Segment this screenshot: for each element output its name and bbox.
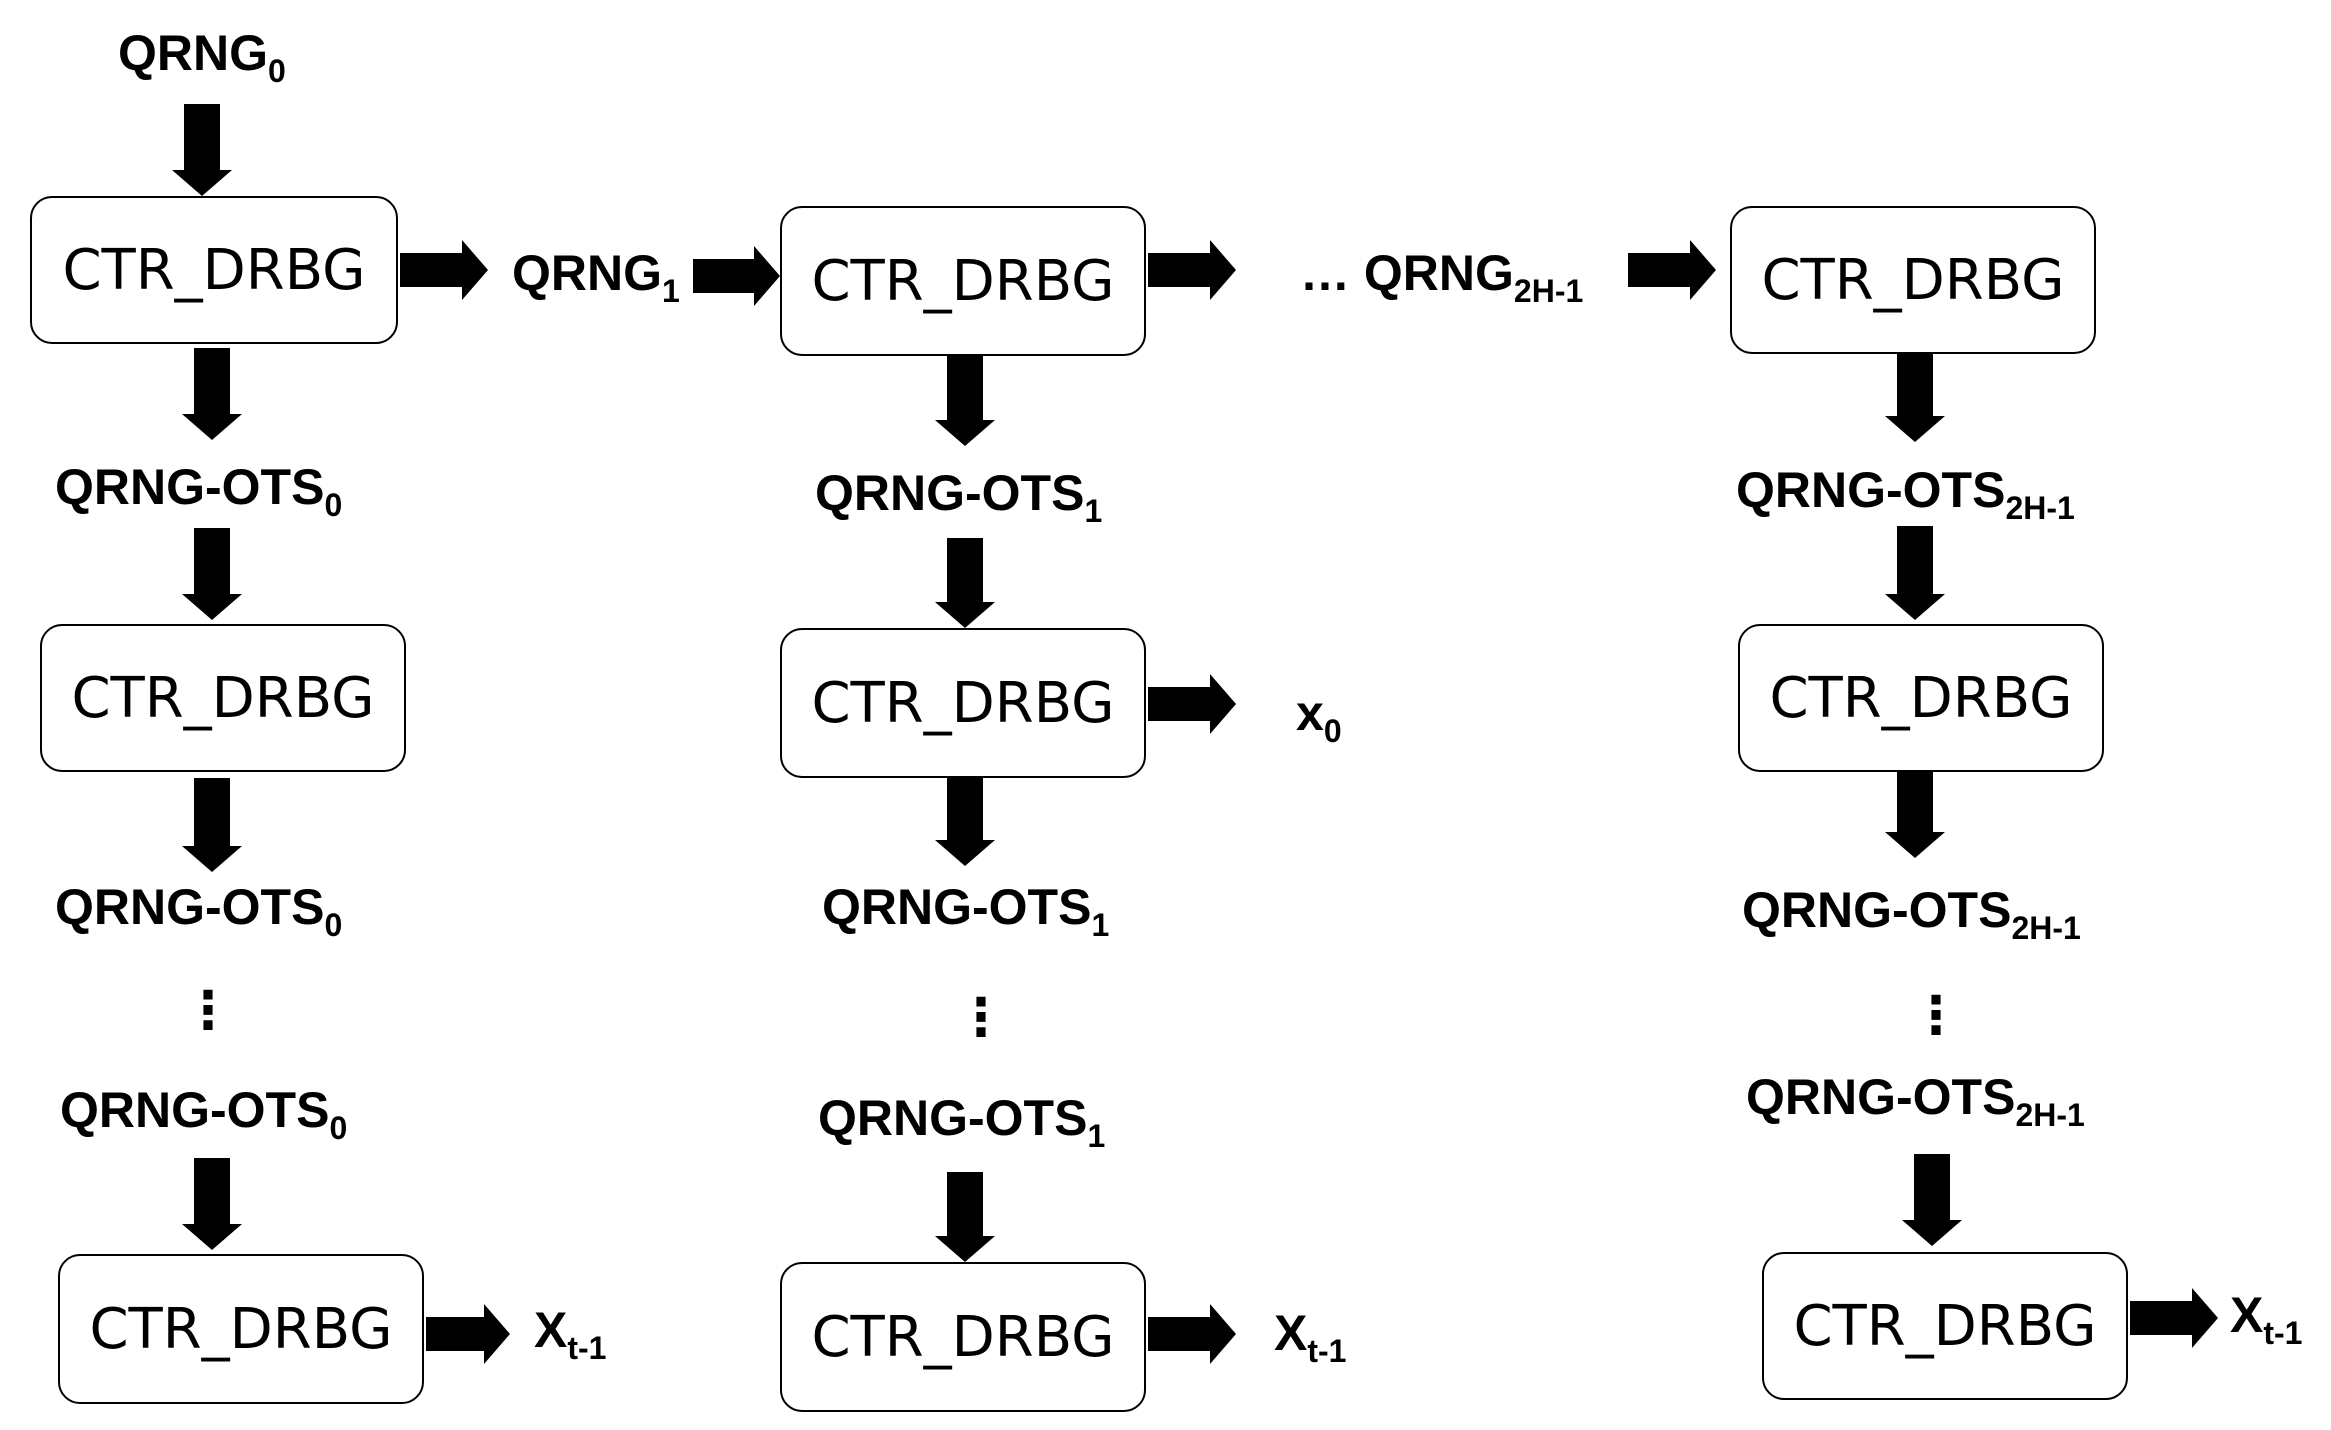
flow-arrow-13 — [1148, 674, 1236, 734]
label-qrng-ots1-c: QRNG-OTS1 — [818, 1090, 1106, 1154]
flow-arrow-17 — [1885, 352, 1945, 442]
ctr-drbg-block-c1-r1: CTR_DRBG — [30, 196, 398, 344]
flow-arrow-2 — [182, 348, 242, 440]
flow-arrow-9 — [1148, 240, 1236, 300]
label-qrng-ots2h-a: QRNG-OTS2H-1 — [1736, 462, 2075, 526]
vertical-ellipsis-c1: ⋮ — [182, 981, 234, 1041]
label-xt1-c1: Xt-1 — [534, 1302, 607, 1366]
ctr-drbg-block-c3-r1: CTR_DRBG — [1730, 206, 2096, 354]
flow-arrow-3 — [182, 528, 242, 620]
flow-arrow-15 — [935, 1172, 995, 1262]
ctr-drbg-block-c2-r1: CTR_DRBG — [780, 206, 1146, 356]
flow-arrow-19 — [1885, 768, 1945, 858]
vertical-ellipsis-c3: ⋮ — [1910, 986, 1962, 1046]
label-xt1-c2: Xt-1 — [1274, 1305, 1347, 1369]
label-xt1-c3: Xt-1 — [2230, 1287, 2303, 1351]
ctr-drbg-block-c2-r3: CTR_DRBG — [780, 1262, 1146, 1412]
flow-arrow-14 — [935, 778, 995, 866]
label-x0: x0 — [1296, 685, 1342, 749]
ctr-drbg-block-c3-r2: CTR_DRBG — [1738, 624, 2104, 772]
flow-arrow-10 — [1628, 240, 1716, 300]
label-qrng-ots0-a: QRNG-OTS0 — [55, 459, 343, 523]
ctr-drbg-block-c3-r3: CTR_DRBG — [1762, 1252, 2128, 1400]
flow-arrow-4 — [182, 778, 242, 872]
flow-arrow-11 — [935, 354, 995, 446]
ctr-drbg-block-c1-r3: CTR_DRBG — [58, 1254, 424, 1404]
flow-arrow-5 — [182, 1158, 242, 1250]
label-qrng0-input: QRNG0 — [118, 25, 286, 89]
label-qrng-ots1-b: QRNG-OTS1 — [822, 879, 1110, 943]
flow-arrow-18 — [1885, 526, 1945, 620]
flow-arrow-7 — [400, 240, 488, 300]
flow-arrow-1 — [172, 104, 232, 196]
vertical-ellipsis-c2: ⋮ — [955, 988, 1007, 1048]
label-qrng1: QRNG1 — [512, 245, 680, 309]
flow-arrow-16 — [1148, 1304, 1236, 1364]
label-qrng-ots2h-b: QRNG-OTS2H-1 — [1742, 882, 2081, 946]
flow-arrow-12 — [935, 538, 995, 628]
ctr-drbg-block-c2-r2: CTR_DRBG — [780, 628, 1146, 778]
label-qrng-ots2h-c: QRNG-OTS2H-1 — [1746, 1069, 2085, 1133]
flow-arrow-21 — [2130, 1288, 2218, 1348]
flow-arrow-20 — [1902, 1154, 1962, 1246]
label-qrng-ots0-c: QRNG-OTS0 — [60, 1082, 348, 1146]
flow-arrow-6 — [426, 1304, 510, 1364]
ctr-drbg-block-c1-r2: CTR_DRBG — [40, 624, 406, 772]
label-qrng-2h-1: … QRNG2H-1 — [1300, 245, 1584, 309]
flow-arrow-8 — [693, 246, 780, 306]
label-qrng-ots0-b: QRNG-OTS0 — [55, 879, 343, 943]
label-qrng-ots1-a: QRNG-OTS1 — [815, 465, 1103, 529]
